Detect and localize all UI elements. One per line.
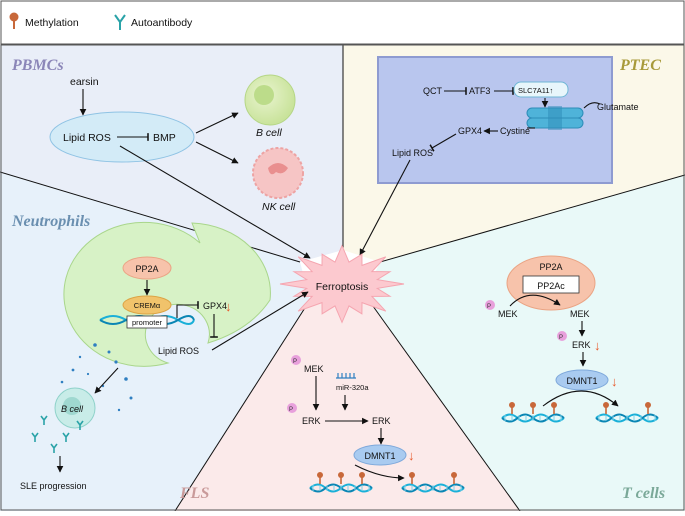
tcells-erk-down: ↓ xyxy=(594,338,601,353)
pbmcs-lipid-ros: Lipid ROS xyxy=(63,132,111,144)
ptec-glutamate: Glutamate xyxy=(597,102,639,112)
tcells-dna-left-icon xyxy=(501,402,565,423)
fls-erk1: ERK xyxy=(302,416,321,426)
mirna-icon xyxy=(336,373,356,379)
legend-box xyxy=(0,0,685,45)
fls-mek: MEK xyxy=(304,364,324,374)
pbmcs-nk-cell: NK cell xyxy=(262,201,296,213)
pbmcs-b-cell: B cell xyxy=(256,127,282,139)
tcells-pp2a: PP2A xyxy=(539,262,562,272)
fls-erk2: ERK xyxy=(372,416,391,426)
ptec-atf3: ATF3 xyxy=(469,86,490,96)
pbmcs-earsin: earsin xyxy=(70,76,99,88)
ptec-qct: QCT xyxy=(423,86,443,96)
tcells-methylation-arrow xyxy=(542,390,619,407)
net-particles xyxy=(60,343,133,412)
autoantibody-cluster-icon xyxy=(31,415,84,453)
tcells-mek1: MEK xyxy=(498,309,518,319)
pp2a-oval xyxy=(122,256,172,280)
neutrophils-title: Neutrophils xyxy=(11,213,90,230)
b-cell-icon xyxy=(244,74,296,126)
neutrophil-cell xyxy=(63,221,271,367)
net-to-bcell-arrow xyxy=(94,367,119,394)
ptec-cystine: Cystine xyxy=(500,126,530,136)
ptec-to-ferroptosis-arrow xyxy=(359,159,411,256)
fls-mek-p: P xyxy=(293,359,297,365)
ptec-slc7a11: SLC7A11↑ xyxy=(518,86,553,95)
fls-mek-phospho xyxy=(291,355,301,365)
outer-frame xyxy=(0,44,685,511)
promoter-box xyxy=(126,315,168,329)
transporter-icon xyxy=(526,106,584,130)
crem-oval xyxy=(122,295,172,315)
tcells-erk-p: P xyxy=(559,335,563,341)
neutrophils-pp2a: PP2A xyxy=(135,264,158,274)
legend-methylation: Methylation xyxy=(25,17,79,29)
ptec-title: PTEC xyxy=(619,57,661,74)
fls-title: FLS xyxy=(179,485,209,502)
autoantibody-icon xyxy=(114,14,126,30)
promoter-inhibits-gpx4 xyxy=(176,301,199,318)
fls-mir: miR-320a xyxy=(336,383,369,392)
neutrophils-promoter: promoter xyxy=(132,318,163,327)
fls-erk-p: P xyxy=(289,407,293,413)
bmp-to-bcell-arrow xyxy=(195,112,239,134)
tcells-dnmt1-down: ↓ xyxy=(611,374,618,389)
methylation-icon xyxy=(9,12,19,29)
neutrophils-gpx4: GPX4 xyxy=(203,301,227,311)
tcells-title: T cells xyxy=(622,485,665,502)
fls-dnmt1-down: ↓ xyxy=(408,448,415,463)
legend-autoantibody: Autoantibody xyxy=(131,17,193,29)
tcells-erk-phospho xyxy=(557,331,567,341)
fls-dna-right-icon xyxy=(401,472,465,493)
fls-region xyxy=(175,295,520,511)
neutrophils-gpx4-down: ↓ xyxy=(225,299,232,314)
tcells-mek-phospho xyxy=(485,300,495,310)
neutrophils-lipid-ros: Lipid ROS xyxy=(158,346,199,356)
pp2ac-box xyxy=(522,275,580,294)
fls-dnmt1-oval xyxy=(353,444,407,466)
ferroptosis-label: Ferroptosis xyxy=(316,281,369,293)
tcells-region xyxy=(365,175,685,511)
neutrophils-b-cell: B cell xyxy=(61,404,84,414)
neutrophils-crem: CREMα xyxy=(134,301,161,310)
fls-dnmt1: DMNT1 xyxy=(365,451,396,461)
tcells-pp2ac: PP2Ac xyxy=(537,281,565,291)
fls-methylation-arrow xyxy=(354,464,405,482)
tcells-mek2: MEK xyxy=(570,309,590,319)
tcells-dna-right-icon xyxy=(595,402,659,423)
tcells-erk: ERK xyxy=(572,340,591,350)
glutamate-out-arrow xyxy=(583,102,601,109)
pbmcs-title: PBMCs xyxy=(11,57,64,74)
mek-dephospho-arrow xyxy=(509,294,561,307)
slc7a11-box xyxy=(513,81,569,98)
pbmcs-bmp: BMP xyxy=(153,132,176,144)
bmp-to-nkcell-arrow xyxy=(195,141,239,164)
neutrophils-to-ferroptosis-arrow xyxy=(211,291,309,351)
fls-dna-left-icon xyxy=(309,472,373,493)
tcells-dnmt1-oval xyxy=(555,369,609,391)
ptec-gpx4: GPX4 xyxy=(458,126,482,136)
ferroptosis-burst xyxy=(279,244,405,324)
tcells-dnmt1: DMNT1 xyxy=(567,376,598,386)
ptec-lipid-ros: Lipid ROS xyxy=(392,148,433,158)
gpx4-inhibits-ros xyxy=(429,133,457,152)
pbmcs-to-ferroptosis-arrow xyxy=(119,145,311,259)
neutrophils-sle: SLE progression xyxy=(20,481,87,491)
fls-erk-phospho xyxy=(287,403,297,413)
nk-cell-icon xyxy=(252,147,304,199)
neutro-b-cell-icon xyxy=(54,387,96,429)
tcells-mek-p: P xyxy=(487,304,491,310)
